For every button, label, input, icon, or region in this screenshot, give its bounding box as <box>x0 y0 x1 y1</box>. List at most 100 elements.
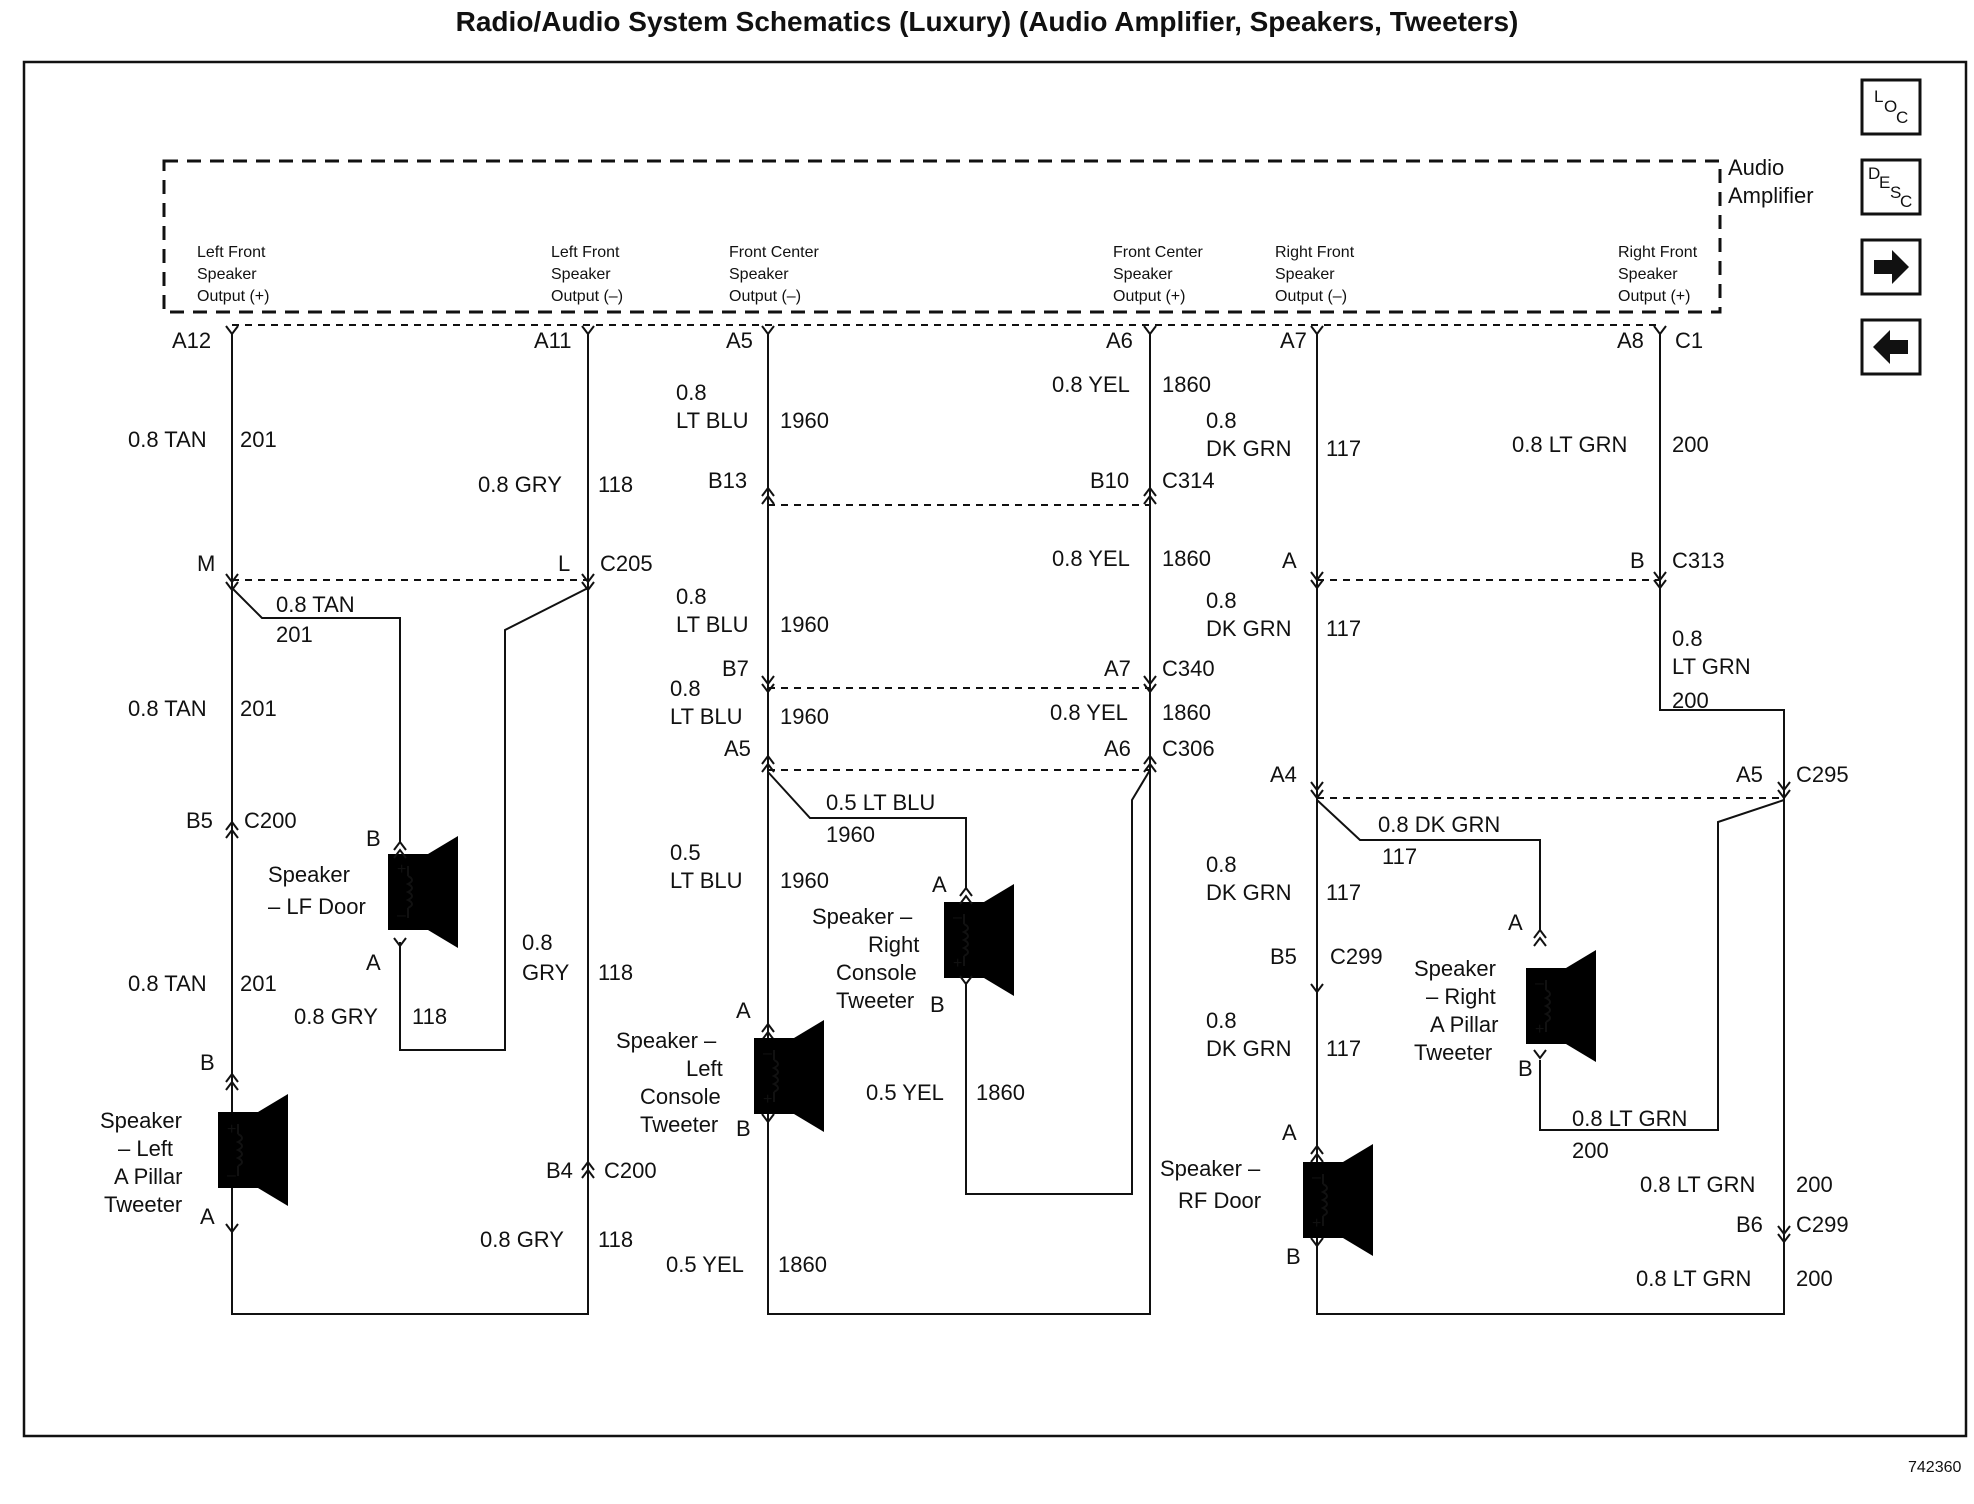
output-rf-pos: Right Front Speaker Output (+) <box>1618 244 1698 305</box>
svg-text:Output (+): Output (+) <box>197 288 269 305</box>
svg-text:Speaker: Speaker <box>729 266 789 283</box>
svg-text:+: + <box>763 1091 772 1108</box>
circuit-118-3: 118 <box>598 960 633 985</box>
amplifier-name-line1: Audio <box>1728 155 1784 180</box>
pin-a11: A11 <box>534 328 572 353</box>
lf-circuit-wire <box>231 334 589 1315</box>
speaker-lf-door-l2: – LF Door <box>268 894 366 919</box>
speaker-left-a-pillar-tweeter: + – <box>217 1093 289 1207</box>
speaker-lf-door-l1: Speaker <box>268 862 350 887</box>
wire-rf-ltgrn08-2: 0.8 LT GRN <box>1640 1172 1755 1197</box>
svg-text:Right Front: Right Front <box>1275 244 1355 261</box>
svg-text:–: – <box>1312 1169 1321 1186</box>
fc-circuit-wire <box>767 334 1151 1315</box>
circuit-1860-5: 1860 <box>778 1252 827 1277</box>
connector-c200-lf2: C200 <box>604 1158 657 1183</box>
wire-fc-yel-2: 0.8 YEL <box>1052 546 1130 571</box>
wire-fc-ltblu-4: LT BLU <box>670 868 743 893</box>
svg-text:C: C <box>1896 108 1908 127</box>
circuit-200-3: 200 <box>1572 1138 1609 1163</box>
circuit-1960-1: 1960 <box>780 408 829 433</box>
wire-rf-ltgrn-2: LT GRN <box>1672 654 1751 679</box>
connector-c306: C306 <box>1162 736 1215 761</box>
desc-button[interactable]: D E S C <box>1860 158 1922 216</box>
output-rf-neg: Right Front Speaker Output (–) <box>1275 244 1355 305</box>
svg-text:S: S <box>1890 183 1901 202</box>
svg-text:Output (–): Output (–) <box>1275 288 1347 305</box>
wire-fc-08-2: 0.8 <box>676 584 707 609</box>
circuit-1860-4: 1860 <box>976 1080 1025 1105</box>
wire-lf-tan-2: 0.8 TAN <box>276 592 355 617</box>
wire-fc-ltblu-2: LT BLU <box>676 612 749 637</box>
speaker-lconsole-l3: Console <box>640 1084 721 1109</box>
svg-text:Left Front: Left Front <box>551 244 620 261</box>
pin-a-rfdoor: A <box>1282 1120 1297 1145</box>
connector-c299-rf: C299 <box>1330 944 1383 969</box>
svg-text:O: O <box>1884 97 1897 116</box>
pin-b10: B10 <box>1090 468 1129 493</box>
wire-lf-tan-3: 0.8 TAN <box>128 696 207 721</box>
svg-text:Output (–): Output (–) <box>551 288 623 305</box>
page-title: Radio/Audio System Schematics (Luxury) (… <box>455 6 1519 37</box>
svg-text:L: L <box>1874 87 1883 106</box>
pin-a-lconsole: A <box>736 998 751 1023</box>
circuit-117-4: 117 <box>1326 880 1361 905</box>
pin-a-rapillar: A <box>1508 910 1523 935</box>
wire-rf-08-5: 0.8 <box>1206 1008 1237 1033</box>
svg-text:Front Center: Front Center <box>729 244 819 261</box>
wire-rf-dkgrn-1: DK GRN <box>1206 436 1292 461</box>
output-fc-neg: Front Center Speaker Output (–) <box>729 244 819 305</box>
svg-text:–: – <box>763 1045 772 1062</box>
pin-a8-amp: A8 <box>1617 328 1644 353</box>
figure-number: 742360 <box>1908 1459 1961 1476</box>
loc-button[interactable]: L O C <box>1860 78 1922 136</box>
wire-lf-gry-2: 0.8 GRY <box>294 1004 378 1029</box>
wire-fc-ltblu-1: LT BLU <box>676 408 749 433</box>
circuit-1960-2: 1960 <box>780 612 829 637</box>
pin-b4: B4 <box>546 1158 573 1183</box>
pin-a7-c340: A7 <box>1104 656 1131 681</box>
pin-a4: A4 <box>1270 762 1297 787</box>
back-button[interactable] <box>1860 318 1922 376</box>
wire-rf-ltgrn08-3: 0.8 LT GRN <box>1636 1266 1751 1291</box>
svg-text:Left Front: Left Front <box>197 244 266 261</box>
output-fc-pos: Front Center Speaker Output (+) <box>1113 244 1203 305</box>
svg-text:Right Front: Right Front <box>1618 244 1698 261</box>
svg-text:Output (+): Output (+) <box>1618 288 1690 305</box>
speaker-left-console-tweeter: – + <box>753 1019 825 1133</box>
svg-text:Speaker: Speaker <box>551 266 611 283</box>
wire-rf-ltgrn-1: 0.8 LT GRN <box>1512 432 1627 457</box>
rf-circuit-wire <box>1316 334 1785 1315</box>
wire-rf-08-3: 0.8 <box>1672 626 1703 651</box>
pin-b-rfdoor: B <box>1286 1244 1301 1269</box>
pin-b7: B7 <box>722 656 749 681</box>
pin-a-lapillar: A <box>200 1204 215 1229</box>
circuit-200-4: 200 <box>1796 1172 1833 1197</box>
svg-text:Output (–): Output (–) <box>729 288 801 305</box>
circuit-1860-1: 1860 <box>1162 372 1211 397</box>
speaker-lconsole-l4: Tweeter <box>640 1112 718 1137</box>
svg-text:+: + <box>1535 1021 1544 1038</box>
circuit-117-5: 117 <box>1326 1036 1361 1061</box>
circuit-201-1: 201 <box>240 427 277 452</box>
pin-b5-rf: B5 <box>1270 944 1297 969</box>
forward-button[interactable] <box>1860 238 1922 296</box>
wire-lf-tan-4: 0.8 TAN <box>128 971 207 996</box>
pin-a6-amp: A6 <box>1106 328 1133 353</box>
wire-fc-08-1: 0.8 <box>676 380 707 405</box>
wire-fc-ltblu-3: LT BLU <box>670 704 743 729</box>
speaker-lapillar-l2: – Left <box>118 1136 173 1161</box>
wire-fc-ltblu05-1: 0.5 LT BLU <box>826 790 935 815</box>
pin-a7-amp: A7 <box>1280 328 1307 353</box>
circuit-1960-4: 1960 <box>826 822 875 847</box>
speaker-rconsole-l3: Console <box>836 960 917 985</box>
diagram-frame <box>22 60 1968 1438</box>
amplifier-box <box>162 159 1722 314</box>
lf-door-branch-wire <box>231 587 589 1051</box>
wire-fc-yel05-2: 0.5 YEL <box>666 1252 744 1277</box>
pin-a-rconsole: A <box>932 872 947 897</box>
pin-a6-c306: A6 <box>1104 736 1131 761</box>
circuit-200-1: 200 <box>1672 432 1709 457</box>
speaker-rapillar-l3: A Pillar <box>1430 1012 1498 1037</box>
speaker-rconsole-l4: Tweeter <box>836 988 914 1013</box>
